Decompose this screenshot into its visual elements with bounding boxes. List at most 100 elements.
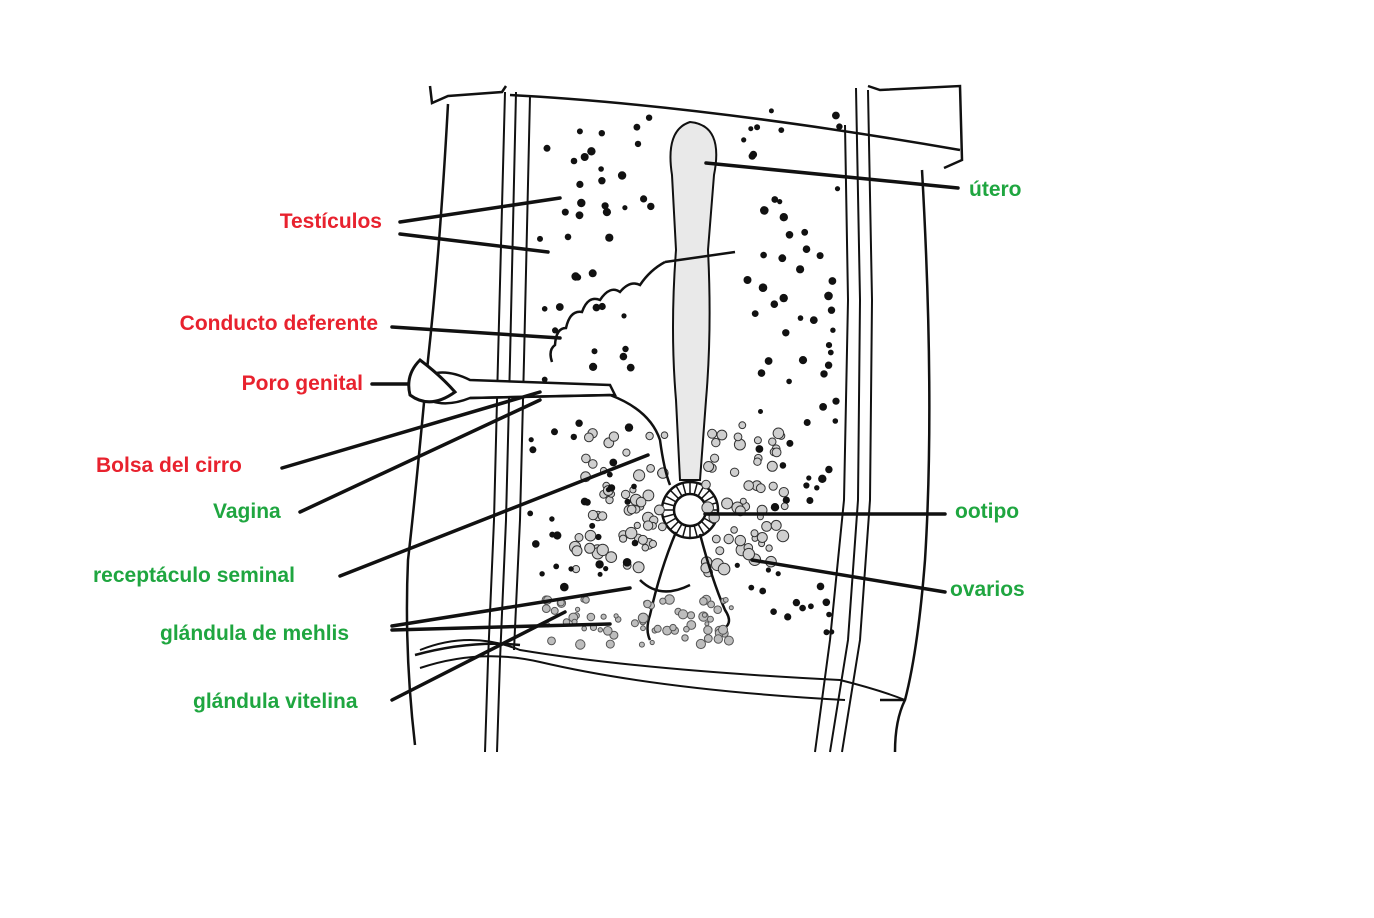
follicle-dot: [814, 485, 820, 491]
ovary-lobule: [571, 545, 583, 557]
ovary-lobes: [569, 421, 790, 578]
follicle-dot: [553, 563, 560, 570]
vitelline-granule: [630, 619, 639, 628]
ovary-lobule: [739, 497, 747, 505]
label-receptaculo-seminal: receptáculo seminal: [93, 564, 295, 587]
vitelline-gland: [541, 594, 734, 650]
follicle-dot: [832, 111, 840, 120]
follicle-dot: [580, 153, 589, 161]
ootype-ray: [697, 524, 705, 534]
follicle-dot: [591, 348, 598, 355]
follicle-dot: [577, 198, 586, 208]
ovary-lobule: [642, 489, 655, 502]
ovary-lobule: [753, 457, 762, 466]
vitelline-granule: [728, 605, 734, 611]
follicle-dot: [549, 531, 556, 538]
follicle-dot: [622, 345, 629, 353]
ovary-lobule: [738, 421, 747, 430]
follicle-dot: [760, 206, 769, 215]
leader-glandula-mehlis-2: [390, 622, 612, 632]
follicle-dot: [832, 418, 839, 424]
ovary-lobule: [770, 519, 782, 531]
ovary-lobule: [776, 529, 790, 543]
ovary-lobule: [750, 529, 759, 538]
follicle-dot: [771, 196, 779, 203]
vitelline-granule: [640, 625, 646, 632]
vitelline-granule: [669, 623, 677, 632]
ovary-lobule: [765, 544, 773, 552]
ovary-lobule: [584, 432, 594, 443]
follicle-dot: [575, 211, 584, 220]
follicle-dot: [786, 439, 794, 447]
ovary-lobule: [723, 533, 734, 545]
follicle-dot: [541, 376, 548, 383]
follicle-dot: [808, 603, 814, 610]
vitelline-granule: [597, 627, 603, 633]
follicle-dot: [541, 306, 548, 312]
ovary-lobule: [633, 469, 646, 482]
ovary-lobule: [584, 529, 597, 542]
vitelline-granule: [677, 609, 689, 620]
ootype-ray: [693, 526, 698, 537]
follicle-dot: [551, 428, 558, 436]
follicle-dot: [778, 254, 787, 263]
ovary-lobule: [753, 436, 762, 445]
ovary-lobule: [596, 543, 609, 557]
follicle-dot: [532, 540, 540, 548]
ovary-lobule: [648, 539, 658, 549]
ovary-lobule: [755, 483, 766, 494]
label-bolsa-del-cirro: Bolsa del cirro: [96, 454, 242, 477]
ovary-lobule: [626, 504, 637, 515]
follicle-dot: [816, 582, 825, 591]
vitelline-granule: [686, 611, 696, 620]
follicle-dot: [597, 571, 603, 577]
follicle-dot: [826, 611, 832, 618]
ovary-lobule: [635, 496, 647, 508]
vitelline-granule: [704, 621, 710, 627]
follicle-dot: [782, 496, 790, 504]
follicle-dot: [816, 252, 824, 260]
ovary-lobule: [597, 511, 608, 521]
follicle-dot: [568, 566, 574, 572]
ootype-ray: [666, 517, 676, 525]
follicle-dot: [609, 458, 618, 467]
ovary-lobule: [581, 453, 591, 464]
follicle-dot: [802, 245, 811, 253]
follicle-dot: [606, 471, 613, 478]
follicle-dot: [595, 533, 602, 541]
ovary-lobule: [780, 502, 789, 511]
leader-ovarios: [750, 558, 947, 594]
ovary-lobule: [641, 543, 650, 552]
follicle-dot: [624, 498, 631, 505]
follicle-dot: [832, 397, 840, 405]
ovary-lobule: [657, 522, 667, 532]
vitelline-granule: [581, 625, 588, 632]
follicle-dot: [631, 483, 637, 490]
label-utero: útero: [969, 178, 1022, 201]
ovary-lobule: [605, 551, 618, 563]
follicle-dot: [587, 147, 596, 156]
leader-vagina: [298, 398, 542, 514]
follicle-dot: [778, 127, 785, 133]
follicle-dot: [575, 419, 583, 427]
vitelline-granule: [703, 625, 713, 635]
follicle-dot: [741, 137, 747, 143]
vitelline-granule: [550, 606, 559, 615]
ovary-lobule: [574, 533, 584, 542]
vitelline-granule: [722, 597, 729, 603]
follicle-dot: [779, 462, 787, 469]
ovary-lobule: [729, 467, 740, 477]
follicle-dot: [602, 208, 612, 217]
follicle-dot: [786, 378, 792, 385]
follicle-dot: [768, 108, 774, 114]
leader-glandula-mehlis-1: [390, 586, 632, 628]
follicle-dot: [834, 186, 841, 192]
ovary-lobule: [756, 532, 768, 543]
follicle-dot: [751, 310, 759, 317]
follicle-dot: [640, 195, 648, 203]
follicle-dot: [824, 361, 833, 369]
vitelline-granule: [713, 634, 723, 644]
follicle-dot: [770, 300, 779, 309]
ootype-ray: [704, 495, 714, 503]
